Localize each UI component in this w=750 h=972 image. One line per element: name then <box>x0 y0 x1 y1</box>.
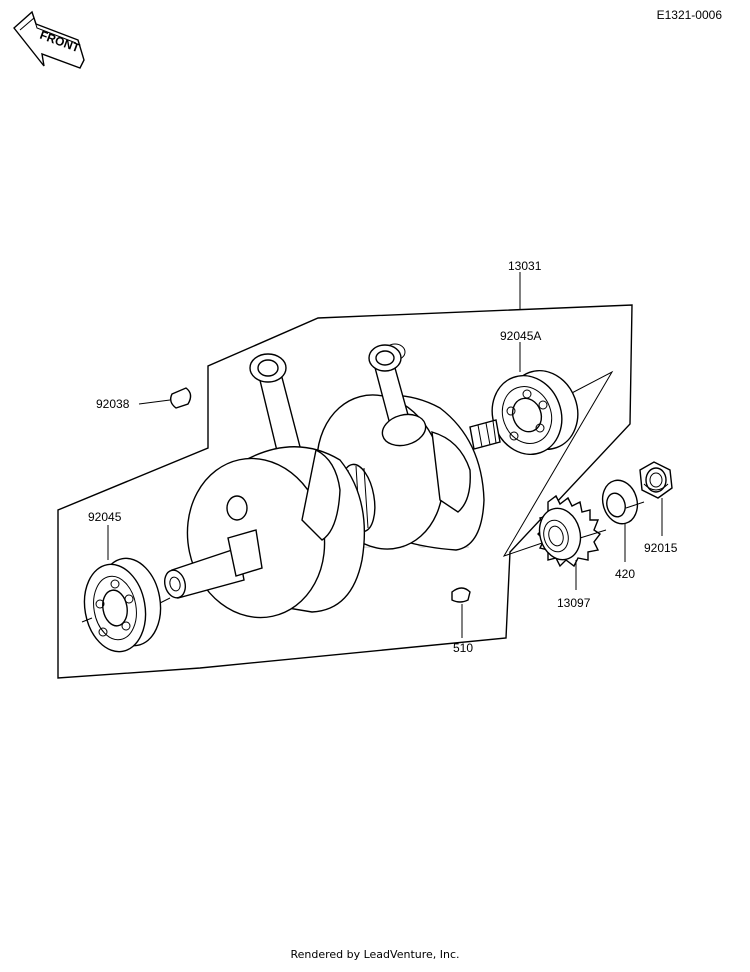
gear-13097 <box>537 494 602 568</box>
key-510 <box>451 587 471 603</box>
front-arrow-icon: FRONT <box>13 10 85 69</box>
part-label-92045[interactable]: 92045 <box>88 510 122 524</box>
part-label-13031[interactable]: 13031 <box>508 259 542 273</box>
crank-stub-right <box>469 419 501 450</box>
flywheel-left <box>186 446 366 619</box>
crank-shaft-left <box>157 529 263 605</box>
part-label-510[interactable]: 510 <box>453 641 473 655</box>
part-label-13097[interactable]: 13097 <box>557 596 591 610</box>
part-label-92038[interactable]: 92038 <box>96 397 130 411</box>
washer-420 <box>601 479 639 525</box>
part-label-420[interactable]: 420 <box>615 567 635 581</box>
part-label-92015[interactable]: 92015 <box>644 541 678 555</box>
diagram-code: E1321-0006 <box>656 8 722 22</box>
footer-credit: Rendered by LeadVenture, Inc. <box>290 948 460 961</box>
bearing-92045 <box>81 557 162 653</box>
nut-92015 <box>639 461 673 499</box>
part-label-92045A[interactable]: 92045A <box>500 329 541 343</box>
assembly-outline <box>57 304 633 679</box>
connecting-rod-right <box>368 344 427 447</box>
bearing-92045A <box>491 369 579 456</box>
key-92038 <box>169 387 192 409</box>
